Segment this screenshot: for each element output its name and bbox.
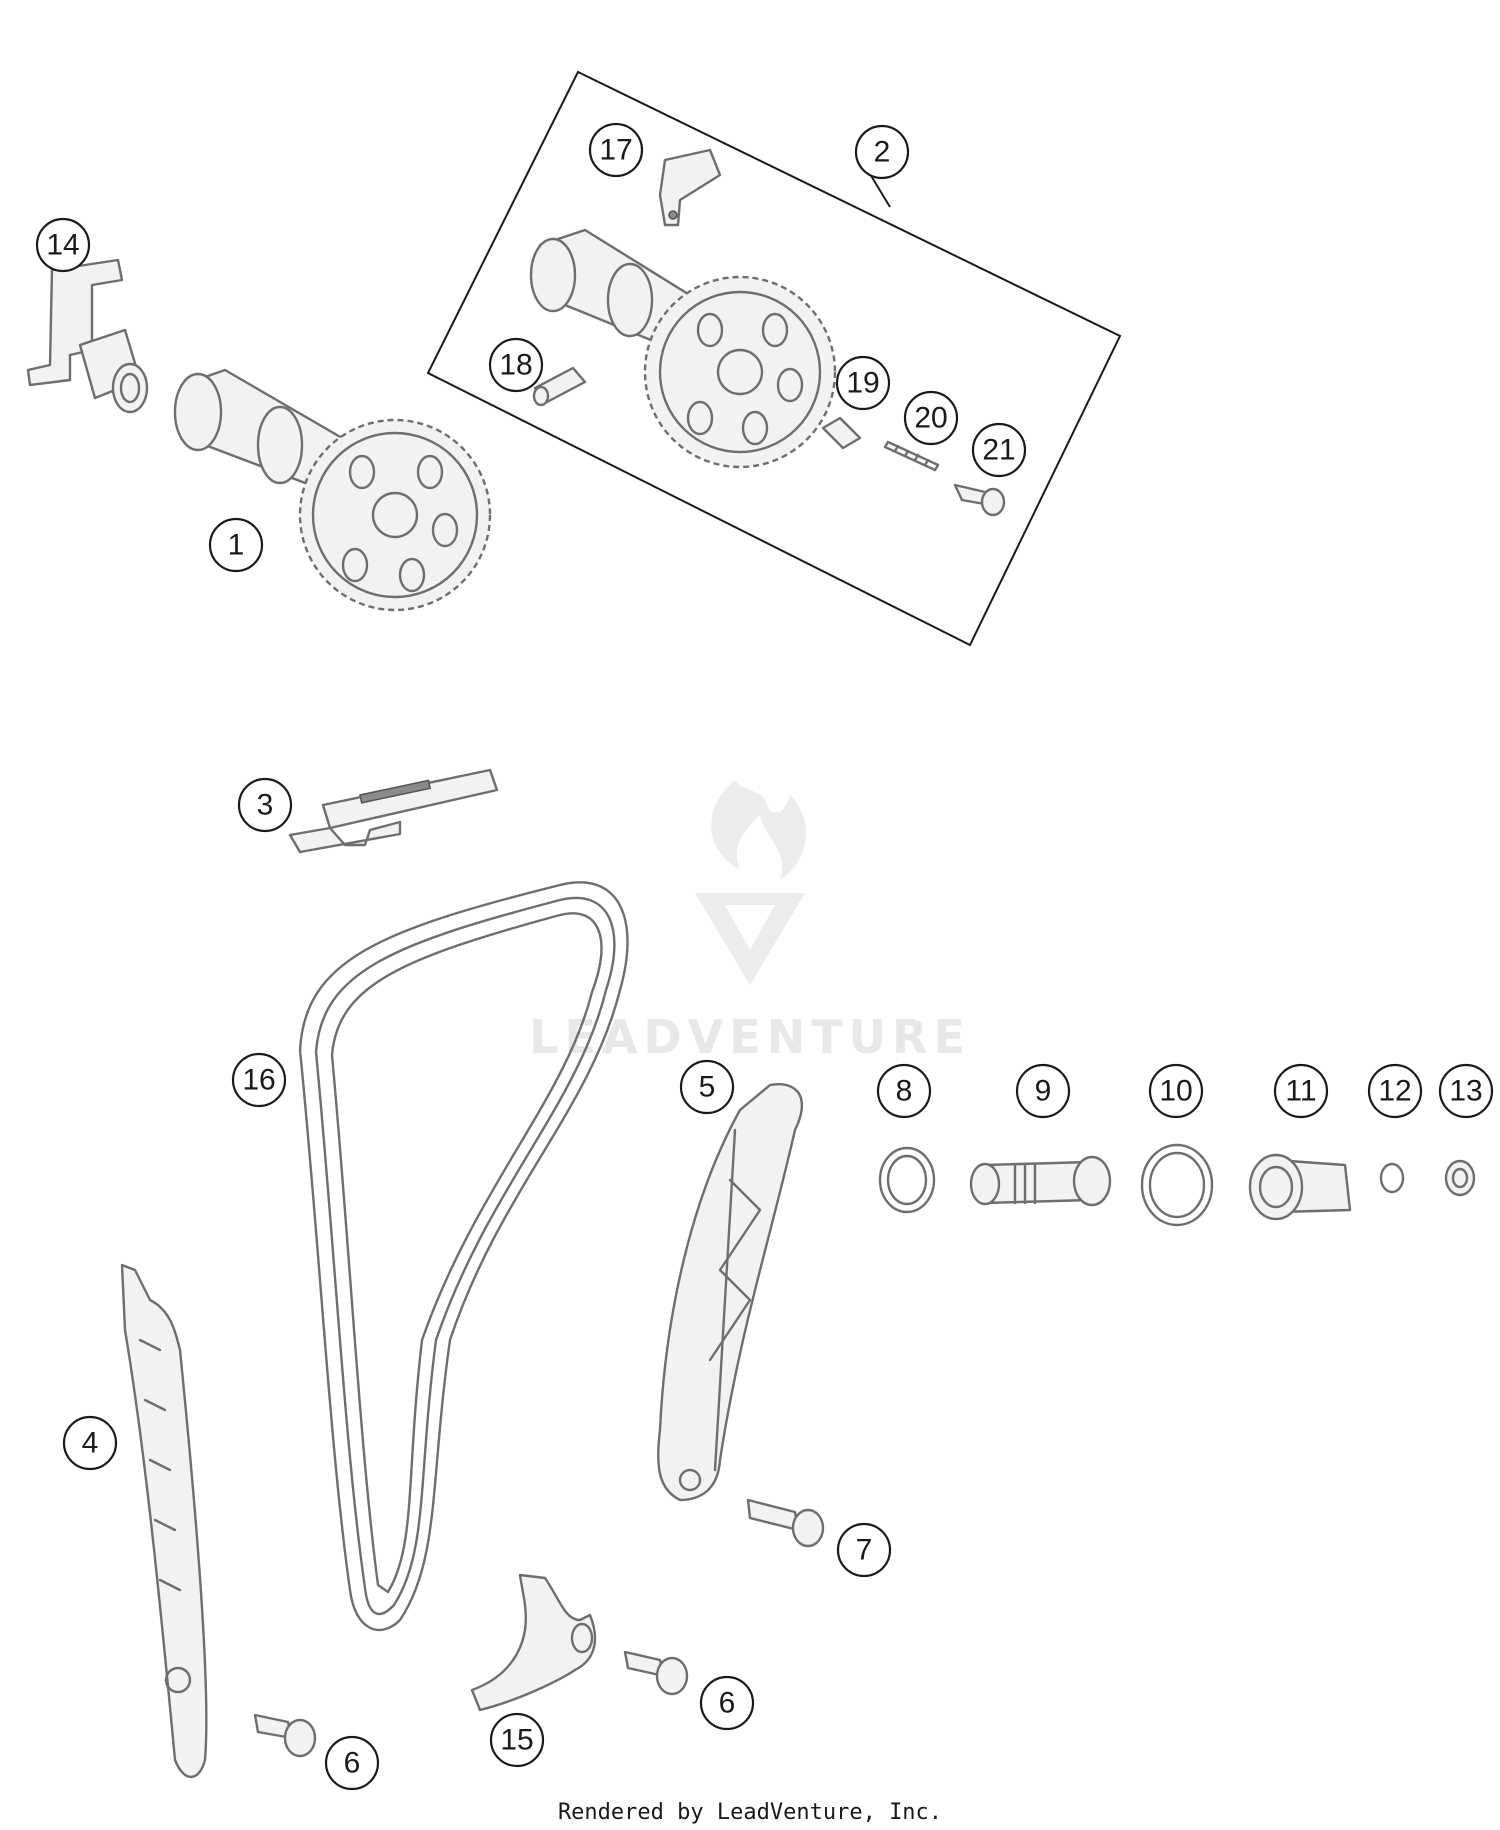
part-4 <box>120 1263 208 1779</box>
part-8 <box>878 1146 936 1214</box>
part-21 <box>953 483 1006 517</box>
part-13 <box>1444 1159 1476 1197</box>
part-6-right <box>623 1650 689 1696</box>
svg-text:14: 14 <box>46 229 79 262</box>
svg-text:9: 9 <box>1035 1075 1052 1108</box>
svg-text:11: 11 <box>1285 1075 1316 1108</box>
kit-box <box>426 70 1122 647</box>
part-9 <box>969 1155 1112 1207</box>
watermark: LEADVENTURE <box>529 780 971 1064</box>
callout-5: 5 <box>679 1059 735 1115</box>
svg-text:19: 19 <box>846 367 879 400</box>
callout-3: 3 <box>237 777 293 833</box>
svg-text:3: 3 <box>257 789 274 822</box>
svg-text:7: 7 <box>856 1534 873 1567</box>
svg-text:4: 4 <box>82 1427 99 1460</box>
watermark-flame-icon <box>711 780 807 880</box>
callout-21: 21 <box>971 422 1027 478</box>
callout-16: 16 <box>231 1052 287 1108</box>
part-11 <box>1248 1153 1352 1221</box>
svg-text:16: 16 <box>242 1064 275 1097</box>
callout-14: 14 <box>35 217 91 273</box>
svg-text:8: 8 <box>896 1075 913 1108</box>
part-12 <box>1379 1162 1405 1194</box>
svg-text:5: 5 <box>699 1071 716 1104</box>
callout-2: 2 <box>854 124 910 180</box>
part-5 <box>657 1083 804 1502</box>
part-7 <box>746 1498 825 1548</box>
callout-1: 1 <box>208 517 264 573</box>
callout-11: 11 <box>1273 1063 1329 1119</box>
callout-9: 9 <box>1015 1063 1071 1119</box>
callout-20: 20 <box>903 390 959 446</box>
svg-text:12: 12 <box>1378 1075 1411 1108</box>
svg-text:13: 13 <box>1449 1075 1482 1108</box>
svg-text:20: 20 <box>914 402 947 435</box>
watermark-v-icon <box>695 893 805 985</box>
callout-15: 15 <box>489 1712 545 1768</box>
callout-19: 19 <box>835 355 891 411</box>
callout-7: 7 <box>836 1522 892 1578</box>
callout-10: 10 <box>1148 1063 1204 1119</box>
watermark-text: LEADVENTURE <box>529 1010 971 1064</box>
callout-8: 8 <box>876 1063 932 1119</box>
leader-line-2 <box>869 173 891 208</box>
part-1 <box>173 368 492 612</box>
render-credit: Rendered by LeadVenture, Inc. <box>557 1800 943 1825</box>
svg-text:17: 17 <box>599 134 632 167</box>
callout-4: 4 <box>62 1415 118 1471</box>
svg-text:21: 21 <box>982 434 1015 467</box>
callout-18: 18 <box>488 337 544 393</box>
part-20 <box>883 440 940 472</box>
callout-6-left: 6 <box>324 1735 380 1791</box>
callout-13: 13 <box>1438 1063 1494 1119</box>
svg-text:1: 1 <box>228 529 245 562</box>
svg-text:18: 18 <box>499 349 532 382</box>
svg-text:15: 15 <box>500 1724 533 1757</box>
part-18 <box>532 366 587 407</box>
svg-text:10: 10 <box>1159 1075 1192 1108</box>
part-10 <box>1140 1143 1214 1227</box>
part-16 <box>298 881 629 1632</box>
part-3 <box>288 768 499 854</box>
part-14 <box>26 258 149 414</box>
part-15 <box>470 1573 597 1712</box>
callout-17: 17 <box>588 122 644 178</box>
part-2 <box>529 228 837 469</box>
svg-text:6: 6 <box>344 1747 361 1780</box>
svg-text:2: 2 <box>874 136 891 169</box>
callout-6-right: 6 <box>699 1675 755 1731</box>
part-17 <box>658 148 722 227</box>
part-6-left <box>253 1713 317 1758</box>
part-19 <box>821 416 862 450</box>
svg-text:6: 6 <box>719 1687 736 1720</box>
callout-12: 12 <box>1367 1063 1423 1119</box>
